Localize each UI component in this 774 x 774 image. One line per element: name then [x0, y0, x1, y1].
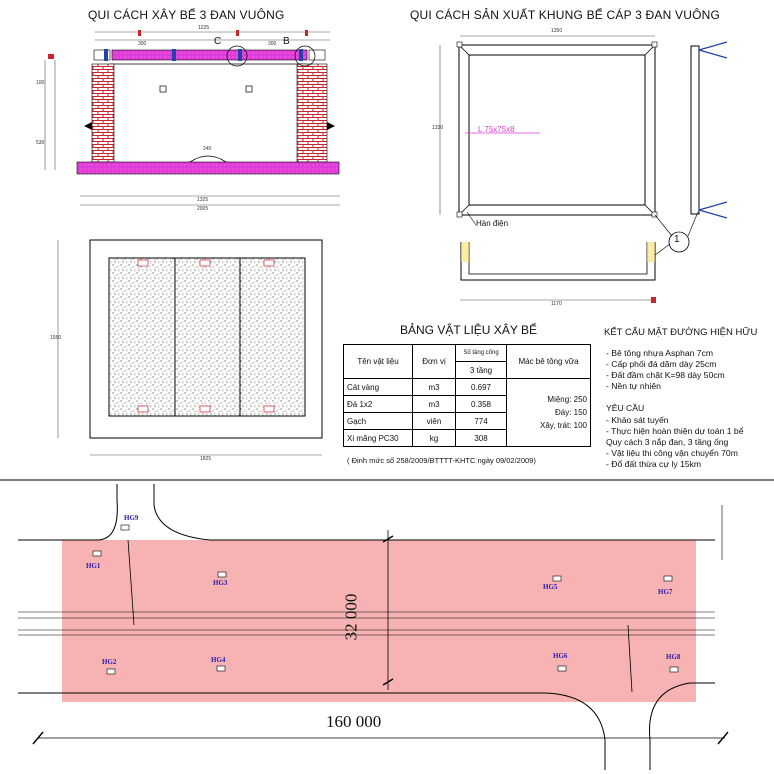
dim-cover-bottom: 1825 — [200, 456, 212, 462]
list-item: - Nền tự nhiên — [606, 381, 661, 391]
manhole-label-hg3: HG3 — [213, 579, 228, 587]
norm-reference: ( Định mức số 258/2009/BTTTT-KHTC ngày 0… — [347, 456, 536, 465]
list-item: - Cấp phối đá dăm dày 25cm — [606, 359, 717, 369]
steel-angle-label: L 75x75x8 — [478, 125, 515, 134]
list-item: - Đổ đất thừa cự ly 15km — [606, 459, 702, 469]
section-label-c: C — [214, 36, 222, 47]
dim-tank-hole: 240 — [203, 146, 212, 152]
mix-cell: Miệng: 250 Đáy: 150 Xây, trát: 100 — [506, 378, 591, 447]
header-qty-sub: 3 tầng — [455, 361, 507, 379]
dim-tank-bottom2: 2005 — [197, 206, 209, 212]
manhole-label-hg4: HG4 — [211, 656, 226, 664]
material-qty: 0.358 — [455, 395, 507, 413]
dim-tank-top: 1225 — [198, 25, 210, 31]
dim-tank-left1: 100 — [36, 80, 45, 86]
site-plan — [0, 479, 774, 770]
manhole-label-hg7: HG7 — [658, 588, 673, 596]
tank-section-drawing — [44, 30, 340, 206]
dim-frame-top: 1350 — [551, 28, 563, 34]
material-name: Xi măng PC30 — [343, 429, 413, 447]
material-unit: m3 — [412, 378, 456, 396]
structure-title: KẾT CẤU MẶT ĐƯỜNG HIỆN HỮU — [604, 327, 758, 338]
list-item: - Khảo sát tuyến — [606, 415, 669, 425]
frame-drawing — [439, 35, 728, 303]
tank-title: QUI CÁCH XÂY BỂ 3 ĐAN VUÔNG — [88, 8, 285, 22]
dim-tank-mid2: 300 — [268, 41, 277, 47]
material-unit: m3 — [412, 395, 456, 413]
materials-table: Tên vật liệu Đơn vị Số tầng cống Mác bê … — [343, 344, 591, 447]
table-row: Đá 1x2 m3 0.358 — [343, 395, 591, 413]
material-qty: 774 — [455, 412, 507, 430]
material-unit: viên — [412, 412, 456, 430]
frame-title: QUI CÁCH SẢN XUẤT KHUNG BỂ CÁP 3 ĐAN VUÔ… — [410, 8, 721, 22]
manhole-label-hg9: HG9 — [124, 514, 139, 522]
mix-line: Xây, trát: 100 — [540, 421, 587, 430]
dim-frame-left: 1330 — [432, 125, 444, 131]
dim-tank-bottom1: 1325 — [197, 197, 209, 203]
road-length-dimension: 160 000 — [326, 712, 382, 731]
manhole-label-hg1: HG1 — [86, 562, 101, 570]
dim-frame-bottom: 1170 — [551, 301, 562, 307]
material-qty: 0.697 — [455, 378, 507, 396]
list-item: - Thực hiện hoàn thiện dự toán 1 bể — [606, 426, 744, 436]
list-item: Quy cách 3 nắp đan, 3 tầng ống — [606, 437, 729, 447]
road-width-dimension: 32 000 — [341, 593, 361, 641]
material-qty: 308 — [455, 429, 507, 447]
dim-tank-mid1: 300 — [138, 41, 147, 47]
header-mix: Mác bê tông vữa — [506, 344, 591, 379]
section-label-b: B — [283, 36, 290, 47]
mix-line: Miệng: 250 — [547, 395, 587, 404]
material-unit: kg — [412, 429, 456, 447]
table-row: Xi măng PC30 kg 308 — [343, 429, 591, 447]
header-qty: Số tầng cống — [455, 344, 507, 362]
header-material-name: Tên vật liệu — [343, 344, 413, 379]
material-name: Đá 1x2 — [343, 395, 413, 413]
dim-cover-left: 1550 — [50, 335, 62, 341]
table-row: Cát vàng m3 0.697 Miệng: 250 Đáy: 150 Xâ… — [343, 378, 591, 447]
materials-title: BẢNG VẬT LIỆU XÂY BỂ — [400, 323, 537, 337]
manhole-label-hg2: HG2 — [102, 658, 117, 666]
header-unit: Đơn vị — [412, 344, 456, 379]
weld-label: Hàn điện — [476, 219, 509, 228]
requirements-title: YÊU CẦU — [606, 403, 645, 413]
requirements-list: - Khảo sát tuyến - Thực hiện hoàn thiện … — [606, 415, 743, 470]
mix-line: Đáy: 150 — [554, 408, 587, 417]
dim-tank-left2: 530 — [36, 140, 45, 146]
manhole-label-hg6: HG6 — [553, 652, 568, 660]
list-item: - Bê tông nhựa Asphan 7cm — [606, 348, 714, 358]
manhole-label-hg5: HG5 — [543, 583, 558, 591]
callout-number: 1 — [674, 234, 680, 245]
cover-plan — [57, 239, 323, 456]
list-item: - Vật liệu thi công vận chuyển 70m — [606, 448, 738, 458]
manhole-label-hg8: HG8 — [666, 653, 681, 661]
material-name: Gạch — [343, 412, 413, 430]
list-item: - Đất đầm chặt K=98 dày 50cm — [606, 370, 725, 380]
structure-list: - Bê tông nhựa Asphan 7cm - Cấp phối đá … — [606, 348, 725, 392]
material-name: Cát vàng — [343, 378, 413, 396]
